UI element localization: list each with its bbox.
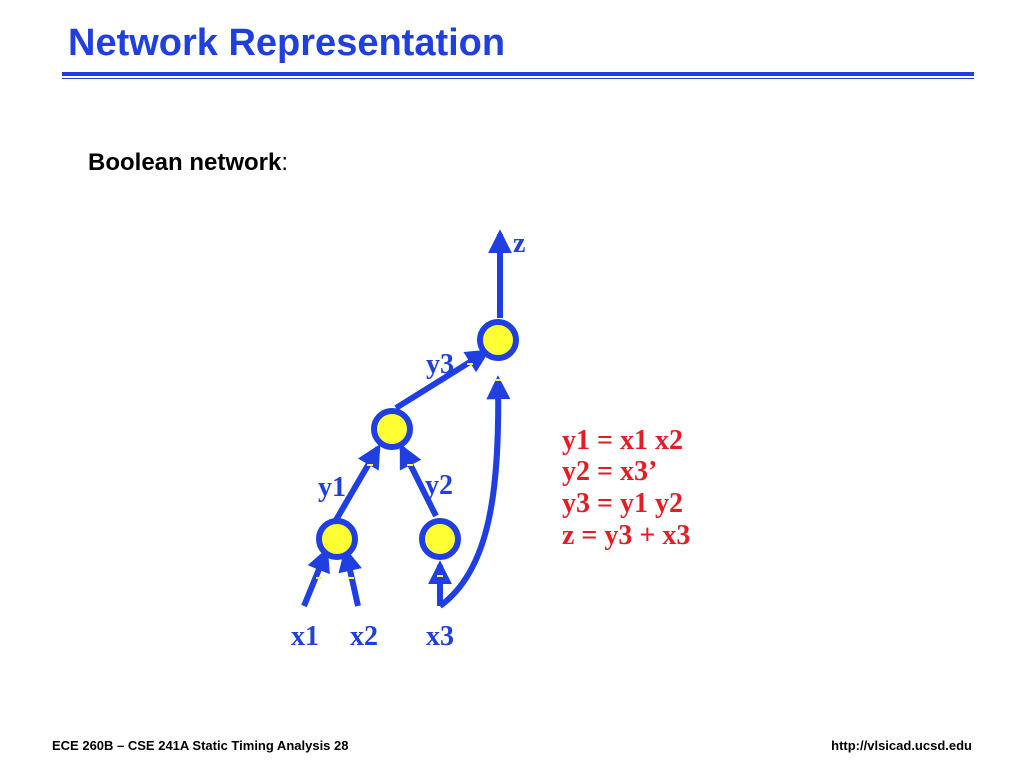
node-n2 bbox=[419, 518, 461, 560]
label-y1: y1 bbox=[318, 472, 346, 503]
edge-y1-to-n3 bbox=[333, 443, 381, 522]
label-x1: x1 bbox=[291, 621, 319, 652]
equation-y3: y3 = y1 y2 bbox=[562, 488, 683, 519]
equation-y1: y1 = x1 x2 bbox=[562, 425, 683, 456]
edge-y3-to-n4 bbox=[394, 349, 491, 411]
section-heading: Boolean network: bbox=[88, 149, 288, 177]
section-heading-text: Boolean network bbox=[88, 149, 282, 176]
label-y2: y2 bbox=[425, 470, 453, 501]
footer-course-info: ECE 260B – CSE 241A Static Timing Analys… bbox=[52, 738, 349, 753]
edge-x1-to-n1 bbox=[301, 547, 330, 608]
edge-y2-to-n3 bbox=[399, 443, 439, 518]
title-underline-thin bbox=[62, 78, 974, 79]
node-n1 bbox=[316, 518, 358, 560]
slide-title: Network Representation bbox=[68, 22, 506, 64]
label-x3: x3 bbox=[426, 621, 454, 652]
node-n4 bbox=[477, 319, 519, 361]
label-z: z bbox=[513, 228, 525, 259]
input-pin-markers bbox=[316, 363, 501, 579]
footer-url: http://vlsicad.ucsd.edu bbox=[831, 738, 972, 753]
equation-y2: y2 = x3’ bbox=[562, 456, 657, 487]
label-x2: x2 bbox=[350, 621, 378, 652]
equation-z: z = y3 + x3 bbox=[562, 520, 690, 551]
section-heading-colon: : bbox=[281, 149, 289, 176]
title-underline-thick bbox=[62, 72, 974, 76]
edge-x3-to-n4 bbox=[438, 375, 511, 609]
node-n3 bbox=[371, 408, 413, 450]
label-y3: y3 bbox=[426, 349, 454, 380]
